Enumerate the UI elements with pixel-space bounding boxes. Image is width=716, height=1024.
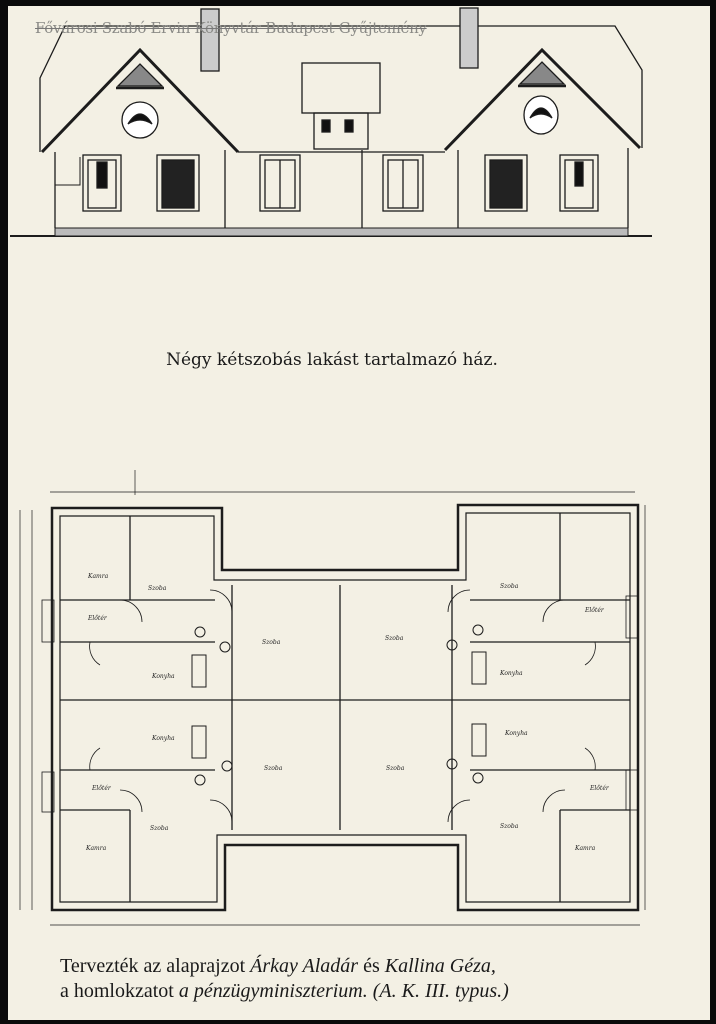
credit-text: Tervezték az alaprajzot <box>60 955 251 977</box>
room-label: Előtér <box>589 785 610 792</box>
room-label: Kamra <box>85 845 107 852</box>
room-label: Szoba <box>148 585 167 592</box>
room-label: Konyha <box>151 673 175 680</box>
room-label: Szoba <box>500 823 519 830</box>
room-label: Szoba <box>386 765 405 772</box>
room-label: Előtér <box>87 615 108 622</box>
door-swings <box>89 589 596 823</box>
architect-name: Árkay Aladár <box>250 955 359 977</box>
credit-line-2: a homlokzatot a pénzügyminiszterium. (A.… <box>60 980 509 1003</box>
windows <box>82 154 599 212</box>
facade-designer: a pénzügyminiszterium. <box>178 980 368 1002</box>
library-watermark: Fővárosi Szabó Ervin Könyvtár Budapest G… <box>35 19 427 37</box>
outer-walls <box>50 503 640 912</box>
room-label: Szoba <box>385 635 404 642</box>
architect-name: Kallina Géza, <box>384 955 496 977</box>
stoves <box>191 624 487 786</box>
left-gable <box>40 47 240 154</box>
room-label: Előtér <box>584 607 605 614</box>
left-chimney <box>200 8 220 72</box>
room-label: Szoba <box>262 639 281 646</box>
type-designation: (A. K. III. typus.) <box>367 980 509 1002</box>
room-label: Szoba <box>264 765 283 772</box>
credit-text: a homlokzatot <box>60 980 179 1002</box>
interior-walls <box>60 513 630 902</box>
room-labels: Kamra Szoba Előtér Konyha Konyha Előtér … <box>85 573 610 852</box>
dimension-lines <box>19 470 646 926</box>
room-label: Kamra <box>574 845 596 852</box>
room-label: Szoba <box>500 583 519 590</box>
room-label: Szoba <box>150 825 169 832</box>
roof-outline <box>39 25 643 152</box>
room-label: Konyha <box>151 735 175 742</box>
room-label: Kamra <box>87 573 109 580</box>
right-gable <box>443 47 642 152</box>
credit-text: és <box>358 955 385 977</box>
entrance-steps <box>41 595 639 813</box>
right-chimney <box>459 7 479 69</box>
room-label: Konyha <box>499 670 523 677</box>
credit-line-1: Tervezték az alaprajzot Árkay Aladár és … <box>60 955 496 978</box>
drawing-caption: Négy kétszobás lakást tartalmazó ház. <box>166 350 498 370</box>
room-label: Konyha <box>504 730 528 737</box>
room-label: Előtér <box>91 785 112 792</box>
